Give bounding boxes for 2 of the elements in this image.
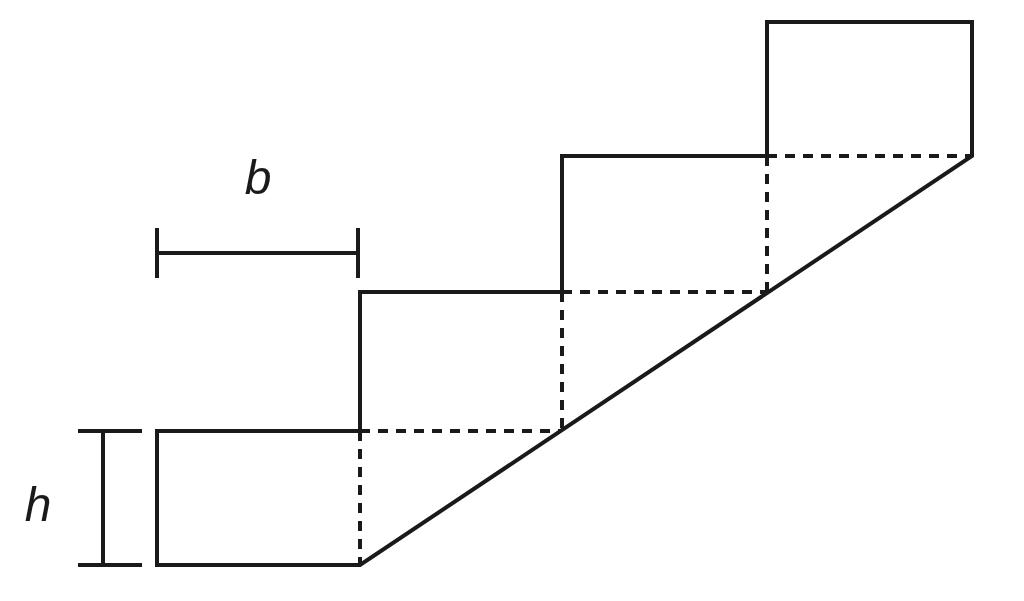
dimension-label: b — [244, 154, 272, 202]
dimension-label: h — [24, 481, 52, 529]
